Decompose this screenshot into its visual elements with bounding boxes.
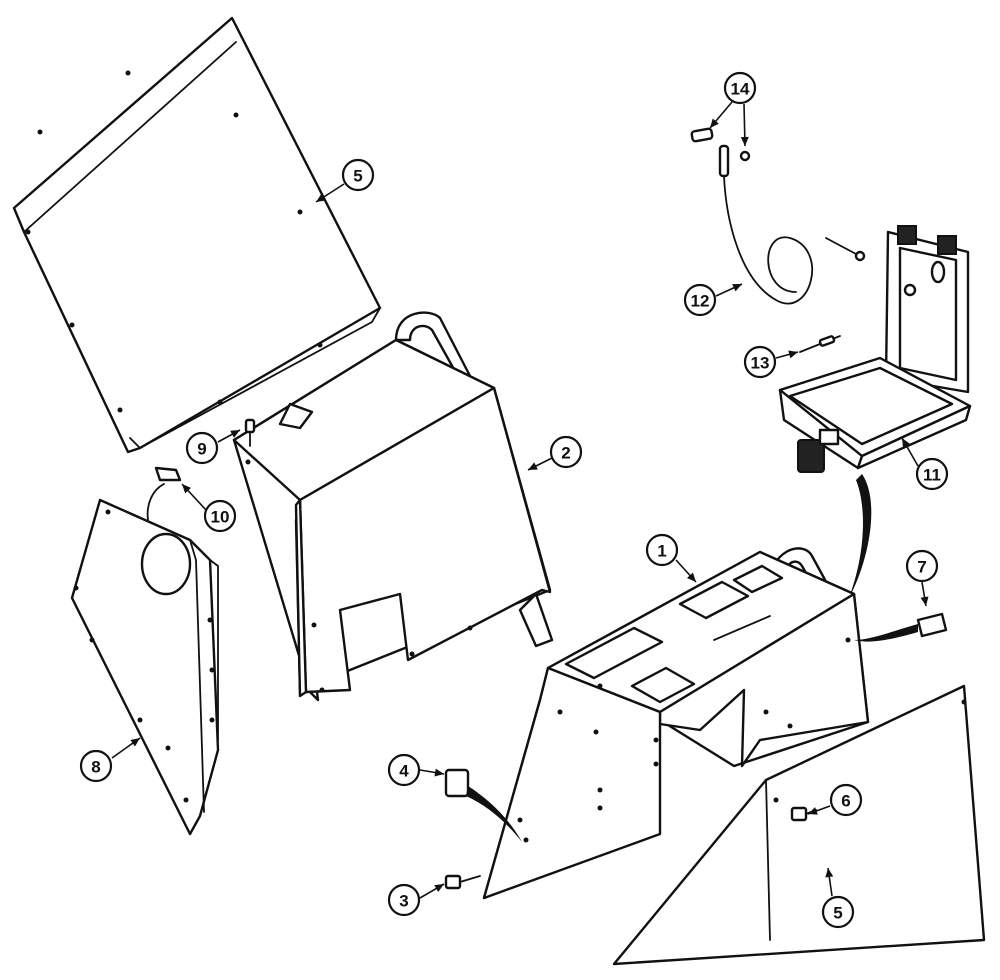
callout-arrowhead	[528, 462, 538, 470]
clamp-7	[854, 612, 948, 642]
callout-number: 3	[399, 892, 408, 911]
callout-arrowhead	[182, 484, 192, 494]
callout-c6: 6	[807, 783, 863, 817]
callout-circle	[185, 431, 219, 465]
lanyard-cable-12	[723, 175, 866, 305]
storage-box-11	[778, 225, 972, 473]
callout-number: 1	[657, 542, 666, 561]
callout-arrowhead	[788, 350, 798, 359]
callout-arrowhead	[732, 284, 742, 292]
callout-arrowhead	[808, 807, 818, 815]
callout-arrowhead	[130, 738, 140, 747]
callout-number: 14	[731, 80, 750, 99]
side-panel	[70, 498, 220, 836]
callout-circle	[387, 883, 421, 917]
callout-c3: 3	[387, 883, 445, 917]
callout-circle	[341, 158, 375, 192]
callout-number: 10	[211, 508, 230, 527]
callout-number: 9	[197, 440, 206, 459]
clamp-4	[444, 768, 522, 842]
callout-number: 13	[751, 354, 770, 373]
callout-circle	[683, 283, 717, 317]
callout-arrowhead	[316, 193, 326, 202]
bolt-9	[244, 418, 256, 447]
callout-arrowhead	[230, 430, 240, 438]
connection-arrow	[848, 474, 872, 600]
callout-number: 7	[917, 558, 926, 577]
lower-skirt-panel	[612, 684, 986, 966]
callout-number: 8	[91, 758, 100, 777]
front-console	[482, 547, 870, 900]
callout-c12: 12	[683, 283, 743, 317]
callout-c9: 9	[185, 429, 241, 465]
callout-c5a: 5	[315, 158, 375, 203]
callout-circle	[905, 549, 939, 583]
callout-number: 4	[399, 762, 409, 781]
callout-c10: 10	[181, 483, 237, 533]
callout-circle	[821, 895, 855, 929]
callout-c2: 2	[527, 435, 583, 471]
callout-circle	[829, 783, 863, 817]
callout-arrowhead	[902, 438, 910, 448]
callout-c11: 11	[901, 437, 949, 491]
callout-arrowhead	[686, 572, 696, 582]
callout-arrowhead	[740, 136, 749, 146]
bolt-6	[790, 806, 817, 822]
callout-circle	[387, 753, 421, 787]
callout-circle	[915, 457, 949, 491]
callout-c8: 8	[79, 737, 141, 783]
callout-c7: 7	[905, 549, 939, 607]
callout-circle	[645, 533, 679, 567]
callout-c14: 14	[709, 71, 757, 147]
callout-arrowhead	[434, 768, 444, 777]
callout-circle	[549, 435, 583, 469]
callout-arrowhead	[920, 596, 929, 606]
callout-number: 12	[691, 292, 710, 311]
callout-arrowhead	[434, 884, 444, 892]
clamp-10	[146, 466, 182, 521]
callout-c4: 4	[387, 753, 445, 787]
callout-number: 6	[841, 792, 850, 811]
lock-pin-14	[690, 127, 751, 178]
callout-number: 5	[833, 904, 842, 923]
callout-circle	[79, 749, 113, 783]
bolt-3	[444, 874, 481, 890]
callout-circle	[723, 71, 757, 105]
top-cover-panel	[12, 16, 382, 454]
callout-number: 2	[561, 444, 570, 463]
pin-13	[799, 335, 841, 353]
callout-circle	[203, 499, 237, 533]
callout-arrowhead	[825, 868, 834, 878]
callout-number: 11	[923, 466, 941, 485]
callout-arrowhead	[710, 118, 719, 128]
callout-c13: 13	[743, 345, 799, 379]
callout-number: 5	[353, 167, 362, 186]
callout-c1: 1	[645, 533, 697, 583]
callout-circle	[743, 345, 777, 379]
callout-c5b: 5	[821, 867, 855, 929]
rear-console-housing	[232, 311, 554, 702]
